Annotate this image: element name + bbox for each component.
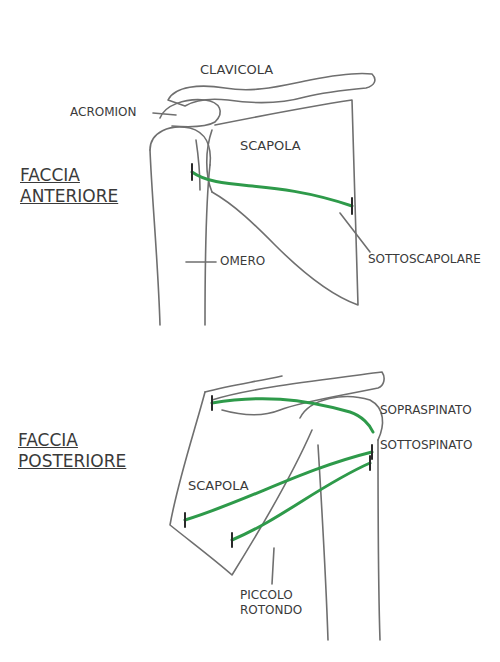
part-label: SOPRASPINATO	[380, 403, 472, 418]
insertion-tick	[351, 198, 353, 214]
view-heading: FACCIA ANTERIORE	[20, 165, 118, 208]
part-label: SCAPOLA	[240, 138, 301, 154]
humerus-shaft	[378, 440, 380, 640]
part-label: PICCOLO ROTONDO	[240, 588, 302, 618]
label-slot: CLAVICOLA	[200, 62, 273, 78]
label-slot: FACCIA ANTERIORE	[20, 165, 118, 208]
label-slot: SOTTOSPINATO	[380, 438, 472, 453]
insertion-tick	[184, 513, 186, 527]
part-label: SOTTOSPINATO	[380, 438, 472, 453]
scapula-outline	[170, 392, 312, 575]
insertion-tick	[211, 396, 213, 410]
leader-line	[153, 113, 176, 115]
glenoid-line	[207, 130, 212, 192]
label-slot: FACCIA POSTERIORE	[18, 430, 126, 473]
label-slot: SCAPOLA	[240, 138, 301, 154]
acromion-bone	[160, 100, 220, 127]
leader-line	[340, 213, 370, 252]
infraspinatus-muscle	[185, 452, 372, 520]
humerus-shaft	[150, 150, 160, 325]
scapular-spine	[212, 372, 384, 415]
label-slot: OMERO	[220, 254, 265, 269]
scapula-superior-border	[205, 376, 282, 392]
humeral-head	[150, 127, 210, 165]
label-slot: PICCOLO ROTONDO	[240, 588, 302, 618]
humerus-shaft	[205, 165, 210, 325]
humerus-shaft	[318, 445, 328, 640]
insertion-tick	[231, 533, 233, 547]
humerus-tubercle	[196, 140, 200, 190]
insertion-tick	[369, 456, 371, 470]
part-label: SOTTOSCAPOLARE	[368, 252, 481, 267]
view-heading: FACCIA POSTERIORE	[18, 430, 126, 473]
insertion-tick	[191, 164, 193, 180]
part-label: CLAVICOLA	[200, 62, 273, 78]
leader-line	[272, 548, 274, 584]
label-slot: SOTTOSCAPOLARE	[368, 252, 481, 267]
supraspinatus-muscle	[212, 399, 373, 432]
label-slot: ACROMION	[70, 105, 136, 120]
part-label: OMERO	[220, 254, 265, 269]
part-label: SCAPOLA	[188, 478, 249, 494]
insertion-tick	[371, 445, 373, 459]
leader-line	[186, 261, 216, 263]
label-slot: SOPRASPINATO	[380, 403, 472, 418]
subscapularis-muscle	[192, 172, 352, 206]
label-slot: SCAPOLA	[188, 478, 249, 494]
teres-minor-muscle	[232, 463, 370, 540]
part-label: ACROMION	[70, 105, 136, 120]
